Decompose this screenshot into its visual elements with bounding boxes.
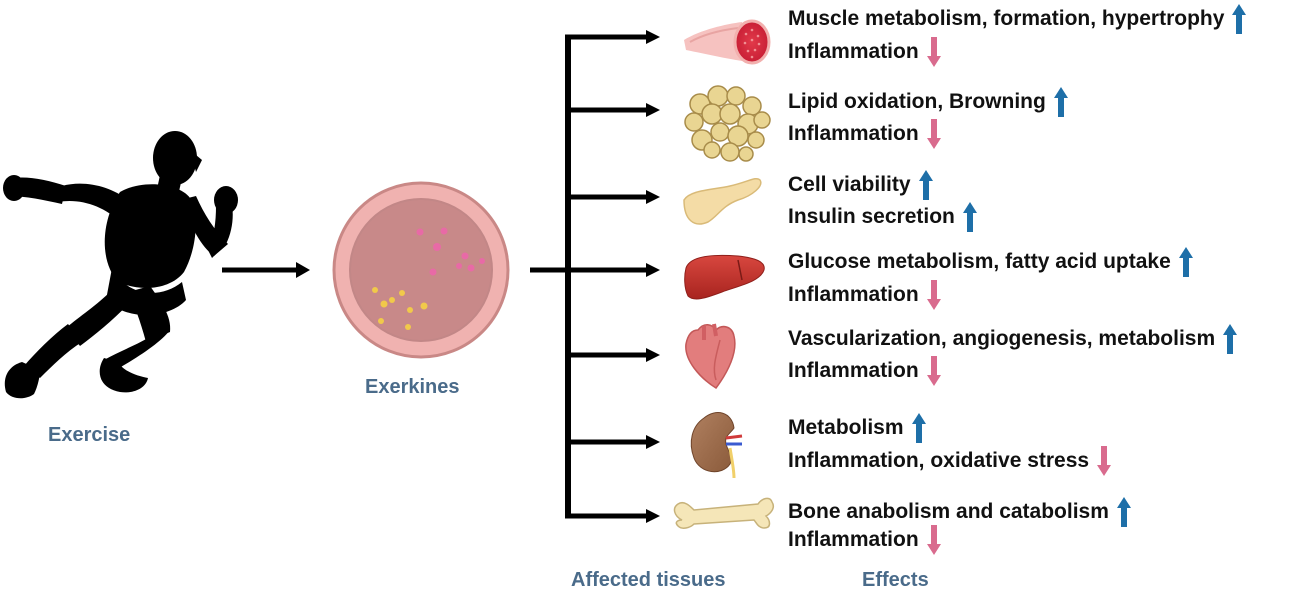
up-arrow-icon: [911, 413, 926, 443]
effect-text: Metabolism: [788, 416, 904, 439]
effect-heart-down: Inflammation: [788, 356, 941, 386]
down-arrow-icon: [926, 525, 941, 555]
effect-text: Glucose metabolism, fatty acid uptake: [788, 250, 1171, 273]
effect-muscle-up: Muscle metabolism, formation, hypertroph…: [788, 4, 1247, 34]
branch-arrow-head: [646, 348, 660, 362]
branch-arrow-head: [646, 435, 660, 449]
caption-exerkines: Exerkines: [365, 376, 460, 398]
down-arrow-icon: [926, 280, 941, 310]
effect-text: Cell viability: [788, 173, 911, 196]
effect-pancreas-up-2: Insulin secretion: [788, 202, 977, 232]
effect-kidney-down: Inflammation, oxidative stress: [788, 446, 1112, 476]
effect-muscle-down: Inflammation: [788, 37, 941, 67]
runner-silhouette-icon: [3, 131, 238, 399]
caption-exercise: Exercise: [48, 424, 131, 446]
up-arrow-icon: [1232, 4, 1247, 34]
up-arrow-icon: [918, 170, 933, 200]
adipose-icon: [684, 85, 771, 162]
muscle-icon: [684, 19, 771, 65]
effect-pancreas-up-1: Cell viability: [788, 170, 933, 200]
branch-arrows: [565, 30, 660, 523]
down-arrow-icon: [926, 119, 941, 149]
effect-text: Vascularization, angiogenesis, metabolis…: [788, 327, 1216, 350]
effect-text: Inflammation: [788, 359, 919, 382]
heart-icon: [685, 323, 736, 390]
branch-arrow-head: [646, 263, 660, 277]
pancreas-icon: [683, 177, 762, 225]
exerkines-vessel-icon: [332, 181, 510, 359]
down-arrow-icon: [926, 356, 941, 386]
effect-text: Insulin secretion: [788, 205, 955, 228]
down-arrow-icon: [926, 37, 941, 67]
branch-arrow-head: [646, 30, 660, 44]
up-arrow-icon: [1178, 247, 1193, 277]
effect-text: Muscle metabolism, formation, hypertroph…: [788, 7, 1225, 30]
effect-bone-up: Bone anabolism and catabolism: [788, 497, 1131, 527]
effect-adipose-up: Lipid oxidation, Browning: [788, 87, 1068, 117]
effect-liver-down: Inflammation: [788, 280, 941, 310]
branch-arrow-head: [646, 509, 660, 523]
branch-arrow-head: [646, 103, 660, 117]
effect-text: Inflammation: [788, 283, 919, 306]
effect-adipose-down: Inflammation: [788, 119, 941, 149]
caption-affected-tissues: Affected tissues: [571, 569, 726, 591]
branch-arrow-head: [646, 190, 660, 204]
down-arrow-icon: [1097, 446, 1112, 476]
effect-text: Inflammation: [788, 122, 919, 145]
effect-text: Inflammation: [788, 528, 919, 551]
liver-icon: [684, 254, 765, 300]
up-arrow-icon: [1223, 324, 1238, 354]
effect-text: Bone anabolism and catabolism: [788, 500, 1109, 523]
effect-bone-down: Inflammation: [788, 525, 941, 555]
up-arrow-icon: [1116, 497, 1131, 527]
effect-kidney-up: Metabolism: [788, 413, 926, 443]
effect-text: Inflammation: [788, 40, 919, 63]
effect-text: Inflammation, oxidative stress: [788, 449, 1090, 472]
up-arrow-icon: [1053, 87, 1068, 117]
effect-heart-up: Vascularization, angiogenesis, metabolis…: [788, 324, 1238, 354]
up-arrow-icon: [962, 202, 977, 232]
effect-liver-up: Glucose metabolism, fatty acid uptake: [788, 247, 1193, 277]
effect-text: Lipid oxidation, Browning: [788, 90, 1046, 113]
kidney-icon: [690, 412, 743, 479]
bone-icon: [673, 497, 775, 529]
caption-effects: Effects: [862, 569, 929, 591]
arrow-exercise-to-exerkines: [222, 262, 310, 278]
